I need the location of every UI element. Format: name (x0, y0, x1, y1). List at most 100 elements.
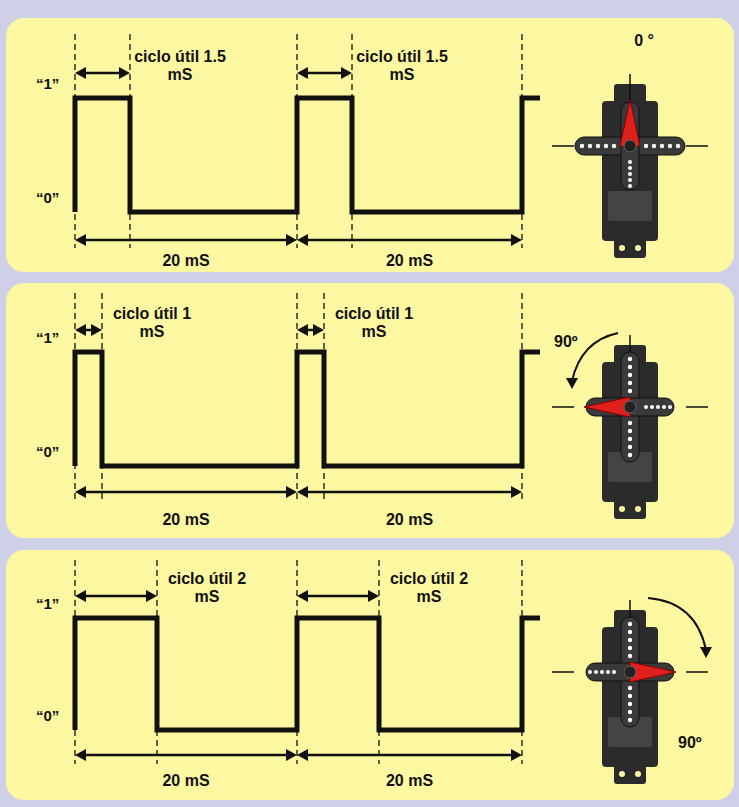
servo-horn (586, 617, 676, 727)
duty-cycle-label: ciclo útil 1.5 mS (134, 48, 226, 83)
signal-panel: “1”“0”ciclo útil 2 mSciclo útil 2 mS20 m… (6, 550, 734, 800)
arrow-head (297, 234, 308, 246)
horn-hole (612, 670, 616, 674)
arrow-head (341, 67, 352, 79)
horn-hole (628, 686, 632, 690)
arrow-head (700, 647, 712, 658)
logic-level: “0” (36, 444, 59, 461)
horn-hole (628, 630, 632, 634)
dimension-line (301, 72, 348, 75)
horn-hole (652, 144, 656, 148)
horn-hole (628, 622, 632, 626)
pwm-signal (75, 618, 540, 730)
horn-hole (628, 702, 632, 706)
horn-hole (628, 710, 632, 714)
horn-hole (588, 144, 592, 148)
mount-hole (635, 771, 641, 777)
arrow-head (313, 324, 324, 336)
horn-hole (628, 638, 632, 642)
arrow-head (511, 234, 522, 246)
horn-hole (644, 405, 648, 409)
horn-hole (604, 144, 608, 148)
horn-hole (656, 405, 660, 409)
horn-hole (628, 445, 632, 449)
dimension-line (79, 595, 153, 598)
pointer-arm (620, 100, 640, 146)
horn-hole (668, 405, 672, 409)
period-label: 20 mS (370, 511, 450, 529)
horn-hole (612, 144, 616, 148)
arrow-head (566, 378, 578, 389)
arrow-head (297, 324, 308, 336)
servo-label-area (608, 717, 652, 747)
dimension-line (301, 754, 518, 757)
horn-hole (628, 654, 632, 658)
horn-hole (628, 718, 632, 722)
logic-level: “1” (36, 596, 59, 613)
angle-label: 90º (678, 734, 702, 752)
axis-line (629, 74, 631, 100)
horn-hole (660, 144, 664, 148)
waveform-group (75, 560, 712, 784)
arrow-head (511, 749, 522, 761)
pwm-signal (75, 352, 540, 466)
axis-line (686, 145, 708, 147)
arrow-head (146, 590, 157, 602)
period-label: 20 mS (146, 511, 226, 529)
arrow-head (297, 67, 308, 79)
horn-hole (628, 437, 632, 441)
horn-hole (628, 166, 632, 170)
horn-hole (628, 421, 632, 425)
arrow-head (297, 590, 308, 602)
signal-panel: “1”“0”ciclo útil 1 mSciclo útil 1 mS20 m… (6, 283, 734, 538)
horn-hole (596, 144, 600, 148)
horn-hole (588, 670, 592, 674)
arrow-head (286, 749, 297, 761)
arrow-head (91, 324, 102, 336)
period-label: 20 mS (146, 772, 226, 790)
axis-line (552, 406, 574, 408)
duty-cycle-label: ciclo útil 1 mS (106, 305, 198, 340)
arrow-head (297, 486, 308, 498)
arrow-head (75, 590, 86, 602)
servo-horn (584, 352, 674, 462)
mount-hole (635, 506, 641, 512)
horn-hole (628, 453, 632, 457)
arrow-head (286, 234, 297, 246)
axis-line (686, 671, 708, 673)
horn-hole (676, 144, 680, 148)
logic-level: “0” (36, 708, 59, 725)
duty-cycle-label: ciclo útil 1 mS (328, 305, 420, 340)
servo-body (602, 101, 658, 241)
arrow-head (286, 486, 297, 498)
waveform-drawing (6, 550, 734, 800)
horn-hole (662, 405, 666, 409)
horn-hole (650, 405, 654, 409)
servo-body (602, 362, 658, 502)
horn-hole (628, 365, 632, 369)
mount-hole (635, 245, 641, 251)
rotation-arrow (572, 333, 618, 381)
servo-horn (575, 100, 685, 190)
horn-screw (624, 666, 636, 678)
dimension-line (301, 239, 518, 242)
servo-label-area (608, 191, 652, 221)
dimension-line (301, 595, 375, 598)
dimension-line (79, 239, 293, 242)
horn-hole (628, 357, 632, 361)
mount-hole (619, 506, 625, 512)
waveform-group (75, 293, 708, 519)
arrow-head (75, 234, 86, 246)
logic-level: “1” (36, 76, 59, 93)
dimension-line (79, 72, 126, 75)
pointer-arm (630, 662, 676, 682)
horn-hole (644, 144, 648, 148)
dimension-line (301, 491, 518, 494)
horn-hole (628, 646, 632, 650)
horn-hole (594, 670, 598, 674)
horn-arm (621, 352, 639, 462)
servo-body (602, 627, 658, 767)
arrow-head (297, 749, 308, 761)
duty-cycle-label: ciclo útil 2 mS (161, 570, 253, 605)
horn-hole (628, 184, 632, 188)
